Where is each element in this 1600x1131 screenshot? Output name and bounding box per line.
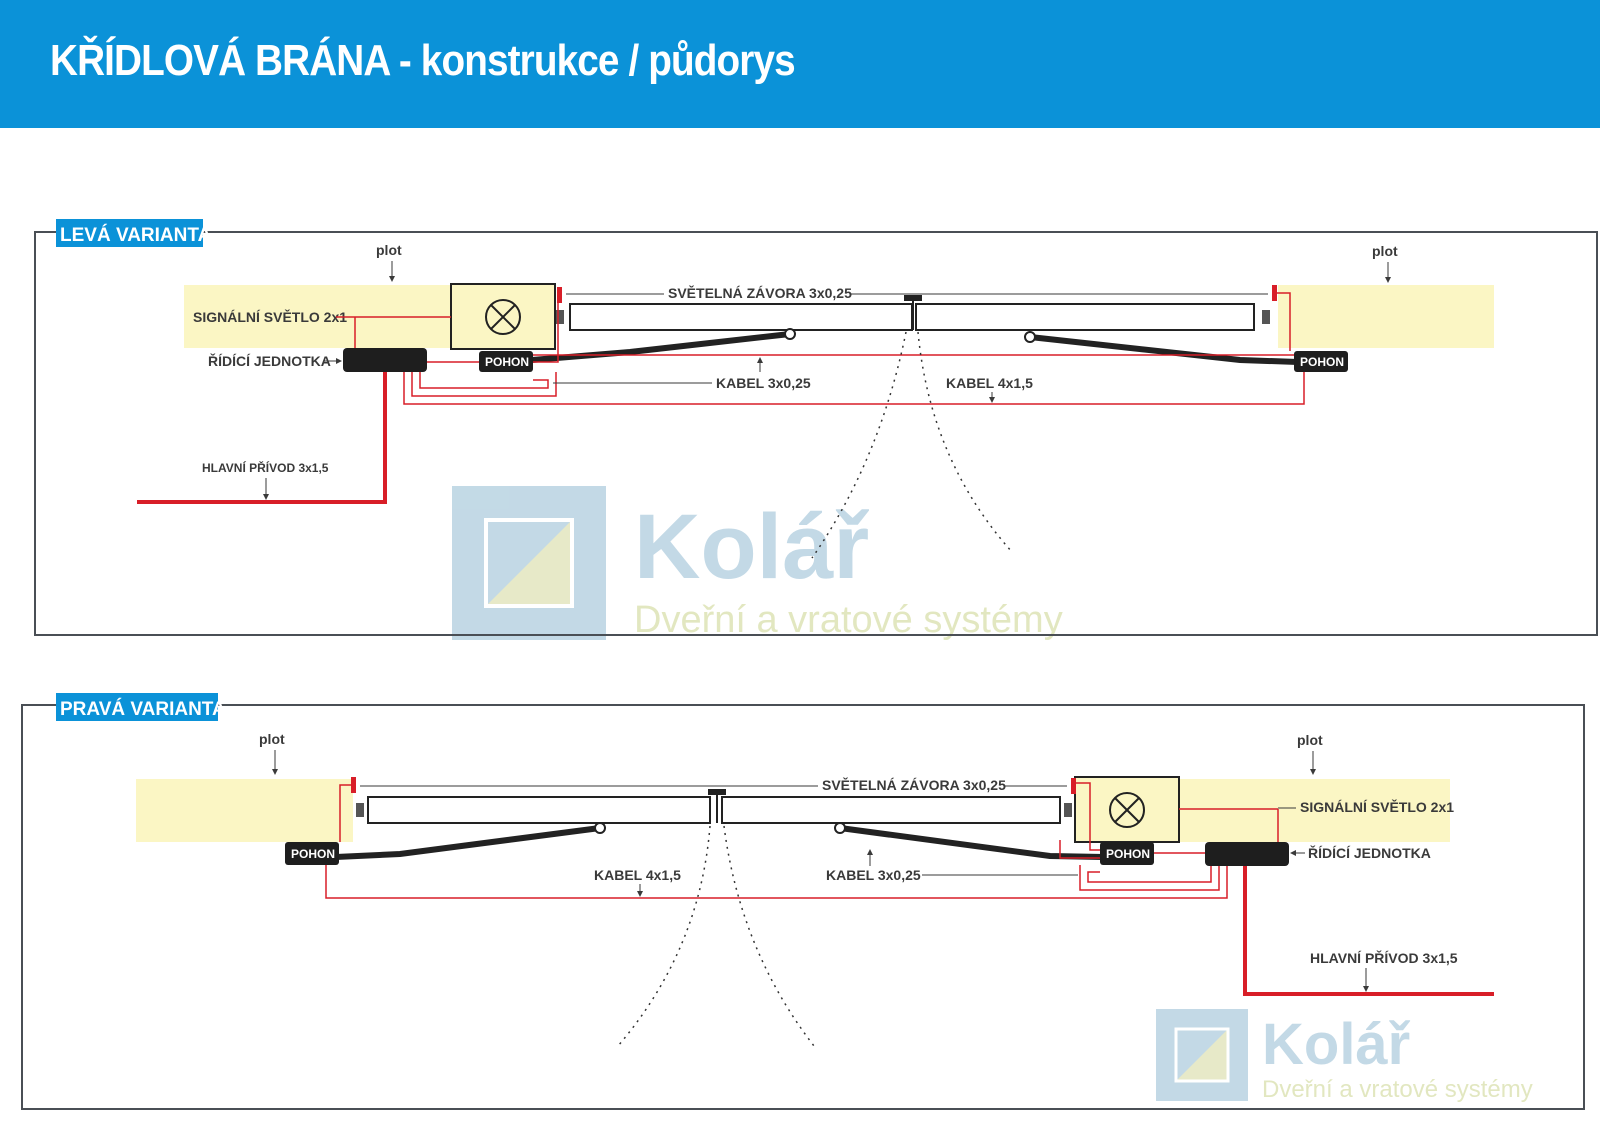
signal-light-label: SIGNÁLNÍ SVĚTLO 2x1 bbox=[1300, 798, 1454, 815]
swing-arc-left bbox=[811, 331, 907, 559]
drive-left-box bbox=[285, 842, 339, 865]
panel-frame bbox=[21, 704, 1585, 1110]
panel-frame bbox=[34, 231, 1598, 636]
control-unit-box bbox=[1205, 842, 1289, 866]
variant-title: LEVÁ VARIANTA bbox=[60, 224, 212, 246]
control-unit-label: ŘÍDÍCÍ JEDNOTKA bbox=[1308, 844, 1431, 861]
swing-arc-left bbox=[617, 825, 711, 1047]
variant-badge bbox=[56, 219, 203, 247]
hinge-left-icon bbox=[556, 310, 564, 324]
watermark-bottom: Kolář Dveřní a vratové systémy bbox=[1156, 1009, 1533, 1103]
drive-right-label: POHON bbox=[1106, 847, 1150, 861]
gate-stop bbox=[904, 295, 922, 301]
hinge-right-icon bbox=[1262, 310, 1270, 324]
wiring-left bbox=[336, 290, 1305, 405]
fence-label-left: plot bbox=[376, 242, 402, 258]
drive-left-label: POHON bbox=[291, 847, 335, 861]
watermark-tagline: Dveřní a vratové systémy bbox=[1262, 1076, 1533, 1103]
drive-right-label: POHON bbox=[1300, 355, 1344, 369]
fence-right bbox=[1180, 779, 1450, 842]
drive-left-box bbox=[479, 351, 533, 372]
variant-title: PRAVÁ VARIANTA bbox=[60, 698, 226, 720]
left-variant-panel: LEVÁ VARIANTA plot plot SIGNÁLNÍ SVĚTLO … bbox=[34, 219, 1598, 636]
swing-arc-right bbox=[723, 825, 815, 1047]
drive-arm-left bbox=[335, 825, 601, 860]
gate-leaf-right bbox=[721, 796, 1061, 824]
gate-leaf-right bbox=[915, 303, 1255, 331]
photocell-label: SVĚTELNÁ ZÁVORA 3x0,25 bbox=[822, 776, 1006, 793]
right-variant-panel: PRAVÁ VARIANTA plot plot SIGNÁLNÍ SVĚTLO… bbox=[21, 693, 1585, 1110]
fence-label-right: plot bbox=[1372, 243, 1398, 259]
drive-left-label: POHON bbox=[485, 355, 529, 369]
fence-label-left: plot bbox=[259, 731, 285, 747]
header-bar: KŘÍDLOVÁ BRÁNA - konstrukce / půdorys bbox=[0, 0, 1600, 128]
watermark-top: Kolář Dveřní a vratové systémy bbox=[452, 486, 1063, 641]
cable-power-label: KABEL 4x1,5 bbox=[594, 867, 681, 883]
drive-right-box bbox=[1294, 351, 1348, 372]
watermark-brand: Kolář bbox=[634, 496, 869, 598]
control-unit-box bbox=[343, 348, 427, 372]
control-unit-label: ŘÍDÍCÍ JEDNOTKA bbox=[208, 352, 331, 369]
hinge-right-icon bbox=[1064, 803, 1072, 817]
photocell-right-icon bbox=[1272, 285, 1277, 301]
wiring-right bbox=[325, 782, 1279, 899]
cable-power-label: KABEL 4x1,5 bbox=[946, 375, 1033, 391]
signal-light-label: SIGNÁLNÍ SVĚTLO 2x1 bbox=[193, 308, 347, 325]
drive-arm-right bbox=[1029, 334, 1299, 365]
photocell-label: SVĚTELNÁ ZÁVORA 3x0,25 bbox=[668, 284, 852, 301]
gate-leaf-left bbox=[569, 303, 913, 331]
cable-signal-label: KABEL 3x0,25 bbox=[716, 375, 811, 391]
hinge-left-icon bbox=[356, 803, 364, 817]
gate-leaf-left bbox=[367, 796, 711, 824]
swing-arc-right bbox=[917, 331, 1013, 553]
drive-right-box bbox=[1100, 842, 1154, 865]
fence-label-right: plot bbox=[1297, 732, 1323, 748]
photocell-right-icon bbox=[1071, 778, 1076, 794]
main-supply-label: HLAVNÍ PŘÍVOD 3x1,5 bbox=[202, 460, 329, 475]
photocell-left-icon bbox=[557, 287, 562, 303]
drive-arm-right bbox=[839, 825, 1105, 860]
fence-right bbox=[1278, 285, 1494, 348]
fence-left bbox=[136, 779, 353, 842]
gate-stop bbox=[708, 789, 726, 795]
watermark-brand: Kolář bbox=[1262, 1012, 1411, 1077]
page-title: KŘÍDLOVÁ BRÁNA - konstrukce / půdorys bbox=[50, 36, 796, 85]
cable-signal-label: KABEL 3x0,25 bbox=[826, 867, 921, 883]
main-supply-label: HLAVNÍ PŘÍVOD 3x1,5 bbox=[1310, 949, 1458, 966]
variant-badge bbox=[56, 693, 218, 721]
drive-arm-left bbox=[531, 331, 791, 363]
